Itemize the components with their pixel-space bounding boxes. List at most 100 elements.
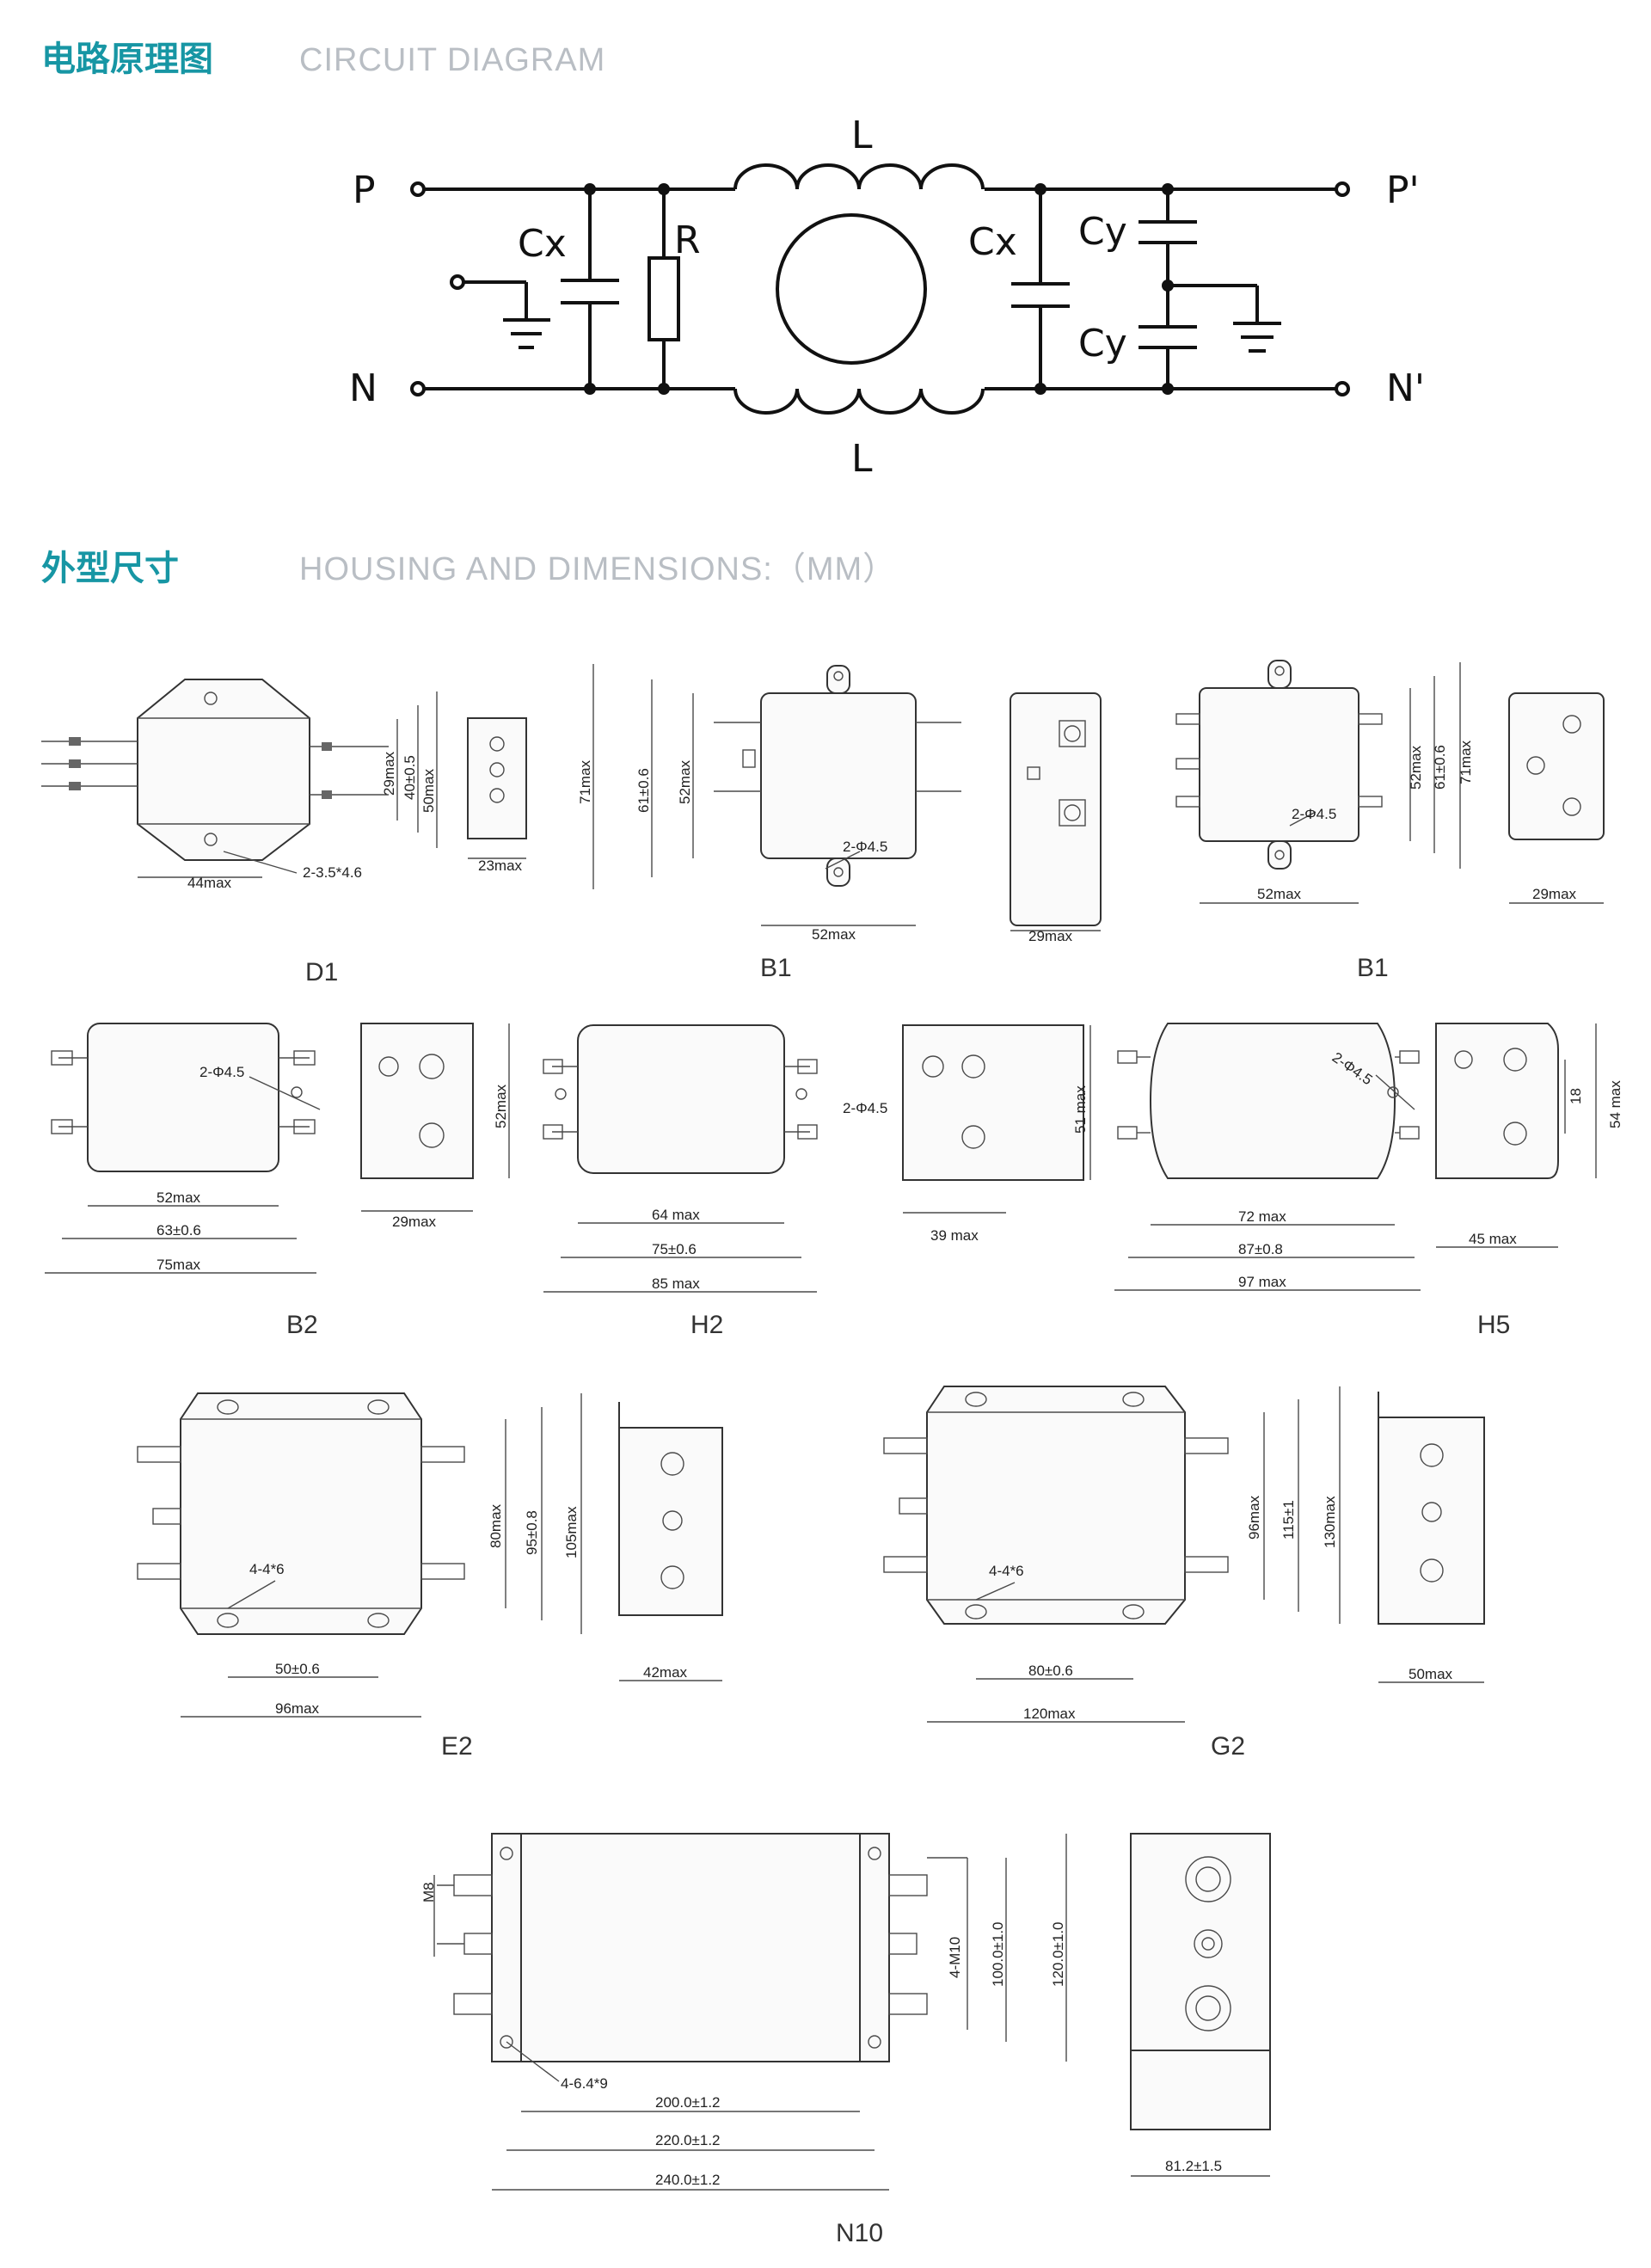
n10-dim-4: 4-6.4*9 (561, 2075, 608, 2092)
drawing-b1-second: 52max 61±0.6 71max 2-Φ4.5 52max 29max B1 (1175, 660, 1605, 982)
drawing-n10: M8 4-M10 100.0±1.0 120.0±1.0 4-6.4*9 200… (420, 1833, 1271, 2247)
h2-dim-4: 51 max (1072, 1085, 1089, 1134)
housing-title-cn: 外型尺寸 (41, 549, 179, 588)
e2-dim-6: 42max (643, 1664, 688, 1681)
circuit-schematic: P P' N N' L L Cx R Cx Cy Cy (349, 114, 1425, 481)
drawing-g2: 96max 115±1 130max 4-4*6 80±0.6 120max 5… (883, 1386, 1485, 1761)
g2-dim-3: 4-4*6 (989, 1563, 1024, 1579)
label-p-out: P' (1386, 169, 1420, 212)
label-l-top: L (851, 114, 873, 157)
drawing-h2: 2-Φ4.5 64 max 75±0.6 85 max 51 max 39 ma… (543, 1024, 1091, 1339)
b1b-dim-1: 61±0.6 (1432, 745, 1448, 790)
b1b-dims: 52max 61±0.6 71max 2-Φ4.5 52max 29max (1257, 740, 1577, 902)
drawing-label-h5: H5 (1477, 1311, 1510, 1339)
g2-dim-4: 80±0.6 (1028, 1663, 1073, 1679)
drawing-label-e2: E2 (441, 1732, 473, 1761)
h5-dim-2: 87±0.8 (1238, 1241, 1283, 1257)
b2-dim-3: 75max (157, 1257, 201, 1273)
drawing-b1-first: 71max 61±0.6 52max 52max 2-Φ4.5 29max B1 (577, 664, 1102, 982)
drawing-label-b1-first: B1 (760, 954, 792, 982)
label-cy-bottom: Cy (1078, 322, 1127, 366)
h5-dim-3: 97 max (1238, 1274, 1286, 1290)
e2-dim-5: 96max (275, 1700, 320, 1717)
b2-dim-1: 52max (157, 1189, 201, 1206)
h5-dim-6: 45 max (1469, 1231, 1517, 1247)
label-cy-top: Cy (1078, 210, 1127, 254)
e2-dims: 80max 95±0.8 105max 4-4*6 50±0.6 96max 4… (249, 1503, 688, 1717)
b1a-dim-5: 29max (1028, 928, 1073, 944)
b1a-dim-2: 52max (677, 759, 693, 804)
circuit-title-en: CIRCUIT DIAGRAM (299, 42, 606, 78)
b1b-dim-2: 71max (1458, 740, 1474, 784)
e2-dim-4: 50±0.6 (275, 1661, 320, 1677)
drawing-d1: 29max 40±0.5 50max 44max 2-3.5*4.6 23max… (41, 679, 527, 986)
g2-dim-1: 115±1 (1280, 1500, 1297, 1540)
d1-dim-0: 29max (381, 751, 397, 796)
n10-dim-1: 4-M10 (947, 1937, 963, 1978)
e2-dim-2: 105max (563, 1506, 580, 1558)
b1b-dim-4: 52max (1257, 886, 1302, 902)
n10-dim-7: 240.0±1.2 (655, 2172, 721, 2188)
d1-dim-5: 23max (478, 857, 523, 874)
drawing-label-h2: H2 (690, 1311, 723, 1339)
circuit-title-cn: 电路原理图 (41, 40, 213, 79)
g2-dims: 96max 115±1 130max 4-4*6 80±0.6 120max 5… (989, 1495, 1453, 1722)
e2-dim-1: 95±0.8 (524, 1510, 540, 1555)
b1b-dim-3: 2-Φ4.5 (1292, 806, 1336, 822)
b1a-dims: 71max 61±0.6 52max 52max 2-Φ4.5 29max (577, 759, 1073, 944)
e2-dim-0: 80max (488, 1503, 504, 1548)
label-cx-left: Cx (518, 222, 567, 266)
n10-dims: M8 4-M10 100.0±1.0 120.0±1.0 4-6.4*9 200… (420, 1882, 1222, 2188)
h5-dim-4: 18 (1568, 1088, 1584, 1104)
housing-title-en: HOUSING AND DIMENSIONS:（MM） (299, 551, 897, 587)
h2-dim-1: 64 max (652, 1207, 700, 1223)
b1a-dim-0: 71max (577, 759, 593, 804)
h2-dim-5: 39 max (930, 1227, 979, 1244)
d1-dim-3: 44max (187, 875, 232, 891)
b2-dim-4: 52max (493, 1084, 509, 1128)
drawing-b2: 2-Φ4.5 52max 63±0.6 75max 52max 29max B2 (45, 1023, 510, 1339)
housing-dimensions-header: 外型尺寸 HOUSING AND DIMENSIONS:（MM） (41, 540, 896, 590)
h2-dim-2: 75±0.6 (652, 1241, 697, 1257)
h5-dim-1: 72 max (1238, 1208, 1286, 1225)
d1-dim-4: 2-3.5*4.6 (303, 864, 362, 881)
drawing-label-d1: D1 (305, 958, 338, 986)
circuit-diagram-header: 电路原理图 CIRCUIT DIAGRAM (41, 31, 605, 81)
b2-dim-0: 2-Φ4.5 (199, 1064, 244, 1080)
drawing-e2: 80max 95±0.8 105max 4-4*6 50±0.6 96max 4… (137, 1392, 724, 1761)
b1a-dim-4: 2-Φ4.5 (843, 839, 887, 855)
h2-dim-3: 85 max (652, 1275, 700, 1292)
g2-dim-6: 50max (1409, 1666, 1453, 1682)
label-cx-right: Cx (968, 220, 1017, 264)
label-p: P (353, 169, 376, 212)
label-l-bottom: L (851, 437, 873, 481)
label-n-out: N' (1386, 366, 1425, 410)
n10-dim-0: M8 (420, 1882, 437, 1902)
g2-dim-2: 130max (1322, 1496, 1338, 1548)
g2-dim-5: 120max (1023, 1706, 1076, 1722)
n10-dim-8: 81.2±1.5 (1165, 2158, 1222, 2174)
drawing-h5: 2-Φ4.5 72 max 87±0.8 97 max 18 54 max 45… (1114, 1023, 1623, 1339)
d1-dims: 29max 40±0.5 50max 44max 2-3.5*4.6 23max (187, 751, 523, 891)
drawing-label-g2: G2 (1211, 1732, 1245, 1761)
g2-dim-0: 96max (1246, 1495, 1262, 1540)
d1-dim-1: 40±0.5 (402, 755, 418, 800)
e2-dim-3: 4-4*6 (249, 1561, 285, 1577)
h5-dim-5: 54 max (1607, 1080, 1623, 1128)
b1b-dim-5: 29max (1532, 886, 1577, 902)
n10-dim-2: 100.0±1.0 (990, 1921, 1006, 1987)
b1a-dim-3: 52max (812, 926, 856, 943)
n10-dim-6: 220.0±1.2 (655, 2132, 721, 2148)
n10-dim-5: 200.0±1.2 (655, 2094, 721, 2111)
drawing-label-n10: N10 (836, 2219, 883, 2247)
b1a-dim-1: 61±0.6 (635, 768, 652, 813)
b2-dim-2: 63±0.6 (157, 1222, 201, 1238)
h2-dims: 2-Φ4.5 64 max 75±0.6 85 max 51 max 39 ma… (652, 1085, 1089, 1292)
h2-dim-0: 2-Φ4.5 (843, 1100, 887, 1116)
drawing-label-b1-second: B1 (1357, 954, 1389, 982)
b1b-dim-0: 52max (1408, 745, 1424, 790)
label-r: R (674, 218, 701, 262)
b2-dim-5: 29max (392, 1214, 437, 1230)
d1-dim-2: 50max (420, 768, 437, 813)
